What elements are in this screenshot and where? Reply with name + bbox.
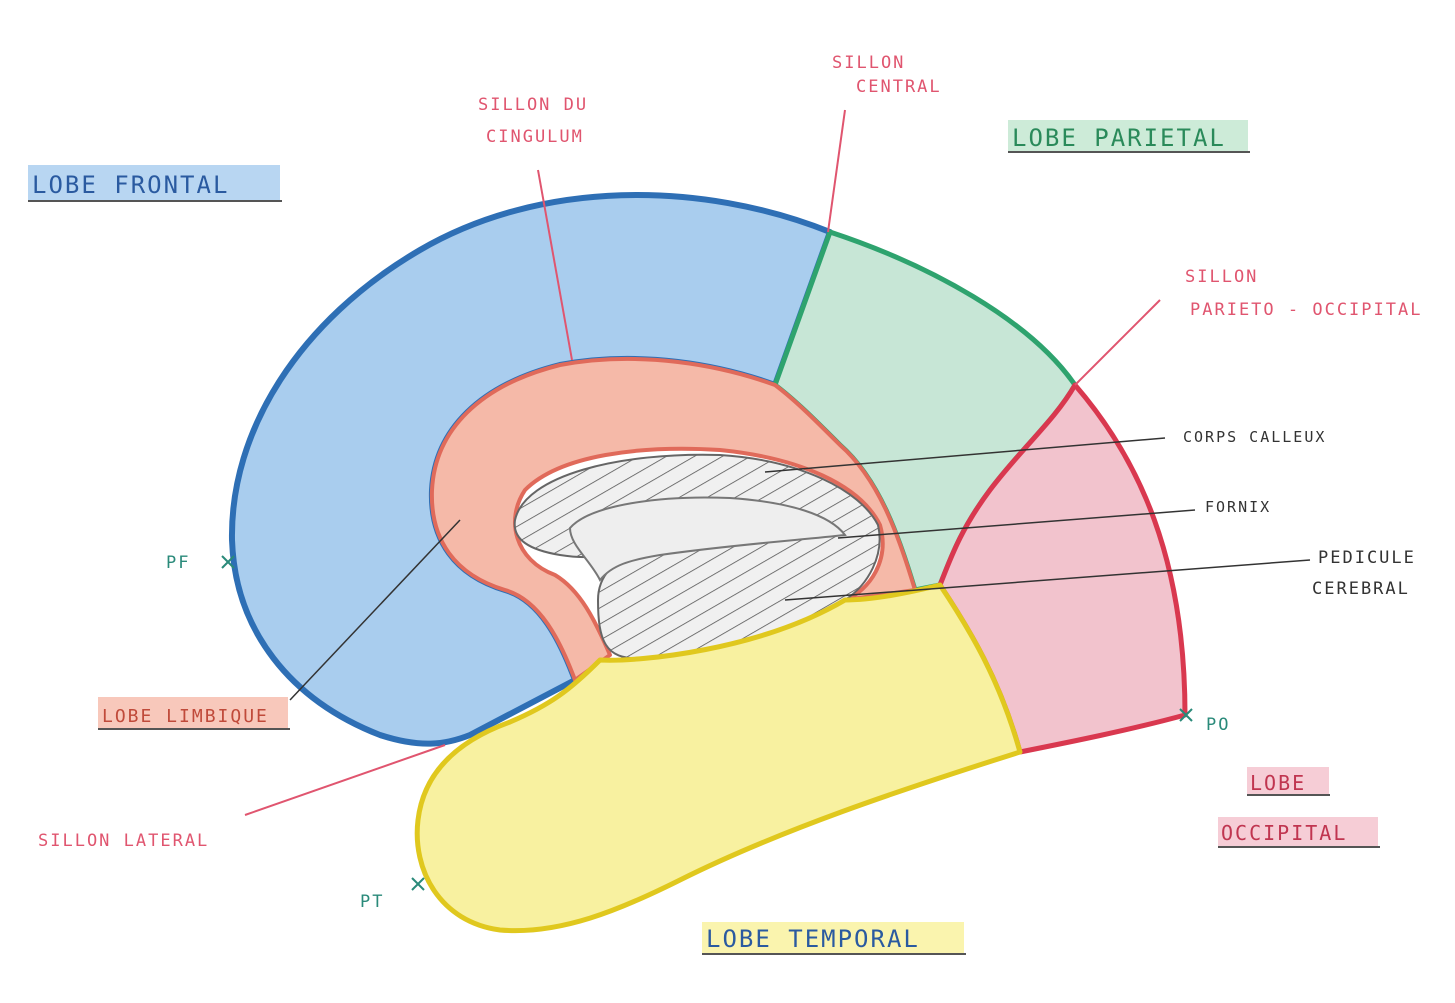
lobe-frontal-label: LOBE FRONTAL [32, 171, 229, 199]
pedicule-label-1: PEDICULE [1318, 548, 1416, 568]
pole-frontal-label: PF [166, 553, 190, 573]
pedicule-label-2: CEREBRAL [1312, 579, 1410, 599]
sillon-parieto-label-2: PARIETO - OCCIPITAL [1190, 300, 1422, 320]
sillon-central-pointer [828, 110, 845, 232]
sillon-lateral-label: SILLON LATERAL [38, 831, 209, 851]
sillon-central-label-1: SILLON [832, 53, 905, 73]
lobe-limbique-label: LOBE LIMBIQUE [102, 706, 269, 727]
sillon-parieto-pointer [1075, 300, 1160, 385]
pole-temporal-label: PT [360, 892, 384, 912]
pole-occipital-label: PO [1206, 715, 1230, 735]
sillon-cingulum-label-1: SILLON DU [478, 95, 588, 115]
sillon-lateral-pointer [245, 745, 445, 815]
fornix-label: FORNIX [1205, 498, 1271, 516]
sillon-cingulum-label-2: CINGULUM [486, 127, 584, 147]
lobe-occipital-label-1: LOBE [1250, 771, 1306, 795]
corps-calleux-label: CORPS CALLEUX [1183, 428, 1326, 446]
sillon-parieto-label-1: SILLON [1185, 267, 1258, 287]
sillon-central-label-2: CENTRAL [856, 77, 942, 97]
lobe-parietal-label: LOBE PARIETAL [1012, 124, 1226, 152]
lobe-temporal-label: LOBE TEMPORAL [706, 925, 920, 953]
lobe-occipital-label-2: OCCIPITAL [1221, 821, 1347, 845]
pole-temporal-cross-icon [412, 878, 424, 890]
